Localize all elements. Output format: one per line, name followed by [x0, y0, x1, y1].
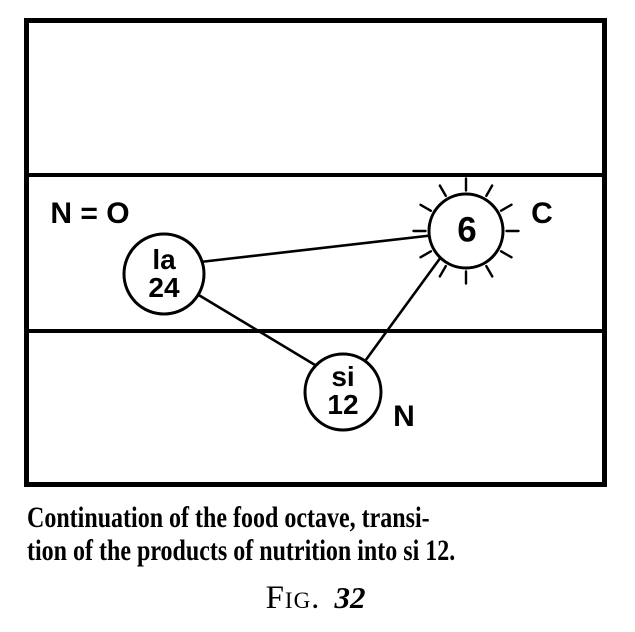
diagram-nodes: [122, 192, 505, 432]
node-si12-note: si: [331, 361, 355, 392]
node-si12-label: si 12: [327, 363, 358, 419]
figure-number: 32: [334, 580, 366, 615]
edge-la24-to-sun6: [198, 233, 437, 264]
sun-ray: [499, 250, 513, 259]
sun-ray: [438, 184, 447, 198]
sun-rays-icon: [412, 177, 520, 285]
sun-ray: [419, 203, 433, 213]
node-si12-value: 12: [327, 389, 359, 420]
sun-ray: [499, 203, 513, 212]
node-la24-label: la 24: [148, 246, 179, 302]
node-si12-circle: [303, 352, 383, 432]
sun-ray: [485, 264, 494, 278]
connection-lines: [195, 233, 443, 370]
edge-la24-to-si12: [195, 292, 322, 370]
caption-line-1: Continuation of the food octave, transi-: [27, 501, 430, 534]
edge-si12-to-sun6: [358, 255, 443, 370]
carbon-label: C: [531, 197, 553, 230]
node-sun6-label: 6: [457, 210, 477, 250]
nitrogen-label: N: [393, 400, 415, 433]
caption: Continuation of the food octave, transi-…: [27, 501, 455, 567]
band-divider-top: [29, 173, 602, 177]
figure-label: Fig.: [265, 580, 321, 616]
node-sun6-circle: [427, 192, 505, 270]
node-la24-circle: [122, 232, 206, 316]
sun-ray: [485, 184, 494, 198]
node-la24-note: la: [152, 244, 176, 275]
n-equals-o-label: N = O: [50, 197, 130, 230]
band-divider-bottom: [29, 329, 602, 333]
sun-ray: [438, 264, 447, 278]
caption-line-2: tion of the products of nutrition into s…: [27, 534, 456, 567]
figure-caption-line: Fig. 32: [24, 580, 607, 617]
node-la24-value: 24: [148, 272, 180, 303]
sun-ray: [419, 250, 433, 259]
